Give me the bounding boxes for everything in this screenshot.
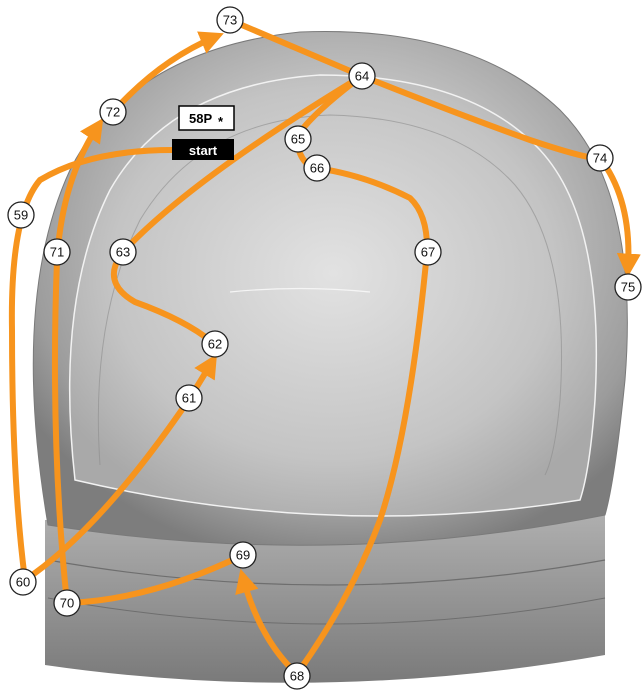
- node-circle: [9, 568, 37, 596]
- node-label: 61: [182, 391, 196, 406]
- node-group: 59 60 61 62 63 64 65 66 67 68 69 70 71 72 73 74 75: [7, 6, 642, 690]
- node-73: 73: [216, 6, 244, 34]
- node-label: 66: [310, 161, 324, 176]
- ref-tag: 58P *: [178, 105, 235, 131]
- path-start-to-59: [8, 147, 175, 583]
- ref-tag-text: 58P: [189, 111, 212, 126]
- node-label: 65: [291, 132, 305, 147]
- node-label: 72: [106, 105, 120, 120]
- path-72-to-73: [110, 31, 224, 115]
- node-label: 62: [208, 337, 222, 352]
- path-60-to-61: [22, 395, 193, 583]
- node-circle: [53, 589, 81, 617]
- helmet-shape: [32, 30, 628, 683]
- node-circle: [414, 238, 442, 266]
- node-label: 70: [60, 596, 74, 611]
- start-tag: start: [172, 139, 234, 160]
- node-circle: [7, 201, 35, 229]
- node-circle: [284, 125, 312, 153]
- node-label: 60: [16, 575, 30, 590]
- node-label: 67: [421, 245, 435, 260]
- ref-mark: *: [218, 114, 224, 129]
- node-circle: [229, 541, 257, 569]
- node-66: 66: [303, 154, 331, 182]
- node-74: 74: [586, 144, 614, 172]
- node-circle: [216, 6, 244, 34]
- path-67-to-68: [294, 249, 430, 677]
- start-tag-text: start: [189, 143, 218, 158]
- node-label: 71: [50, 245, 64, 260]
- node-label: 73: [223, 13, 237, 28]
- node-circle: [283, 662, 311, 690]
- path-69-to-70: [64, 552, 246, 606]
- node-label: 74: [593, 151, 607, 166]
- node-72: 72: [99, 98, 127, 126]
- node-circle: [109, 238, 137, 266]
- node-63: 63: [109, 238, 137, 266]
- node-67: 67: [414, 238, 442, 266]
- path-70-to-72: [51, 118, 104, 606]
- node-circle: [99, 98, 127, 126]
- node-70: 70: [53, 589, 81, 617]
- node-61: 61: [175, 384, 203, 412]
- node-64: 64: [348, 62, 376, 90]
- node-71: 71: [43, 238, 71, 266]
- node-circle: [43, 238, 71, 266]
- node-label: 75: [621, 280, 635, 295]
- node-label: 69: [236, 548, 250, 563]
- node-label: 59: [14, 208, 28, 223]
- node-60: 60: [9, 568, 37, 596]
- node-68: 68: [283, 662, 311, 690]
- node-circle: [303, 154, 331, 182]
- node-62: 62: [201, 330, 229, 358]
- node-75: 75: [614, 273, 642, 301]
- node-circle: [201, 330, 229, 358]
- path-73-to-74: [227, 17, 603, 162]
- node-label: 64: [355, 69, 369, 84]
- path-62-to-63: [111, 249, 215, 345]
- node-59: 59: [7, 201, 35, 229]
- node-label: 68: [290, 669, 304, 684]
- node-circle: [614, 273, 642, 301]
- node-circle: [586, 144, 614, 172]
- path-63-to-64: [120, 73, 365, 255]
- node-label: 63: [116, 245, 130, 260]
- node-circle: [348, 62, 376, 90]
- node-65: 65: [284, 125, 312, 153]
- node-circle: [175, 384, 203, 412]
- node-69: 69: [229, 541, 257, 569]
